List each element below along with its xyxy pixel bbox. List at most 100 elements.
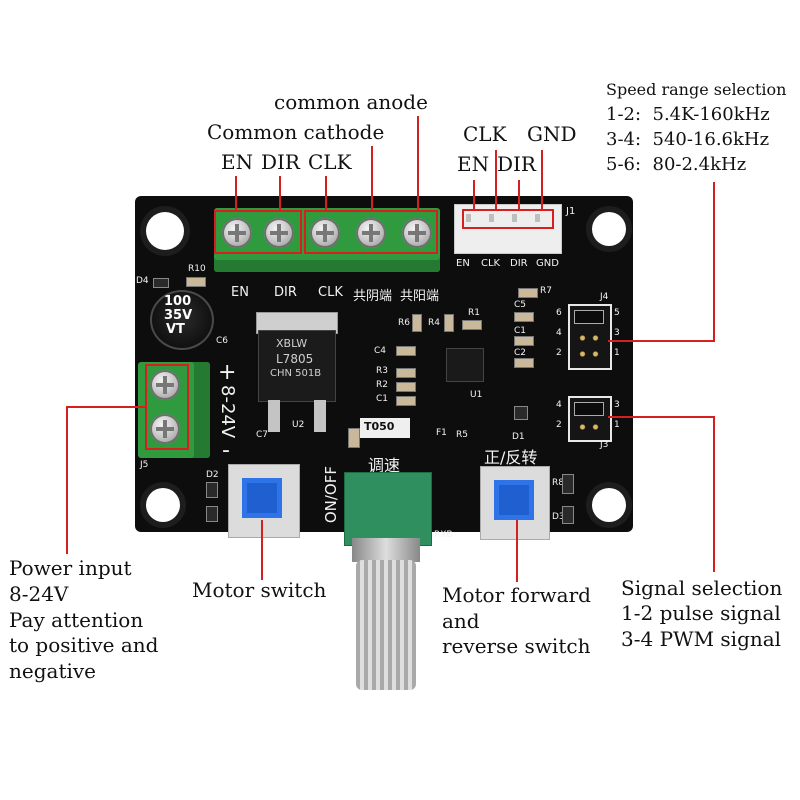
silk-j3: J3: [600, 440, 609, 450]
resistor-r4: [444, 314, 454, 332]
terminal-screw-dir: [264, 218, 294, 248]
terminal-highlight-right: [304, 210, 438, 254]
capacitor-c5: [514, 312, 534, 322]
speed-jumper-cap: [574, 310, 604, 324]
wire-power-horizontal: [66, 406, 146, 408]
silk-r3: R3: [376, 366, 388, 376]
wire-header-gnd: [541, 150, 543, 210]
silk-common-cathode: 共阴端: [353, 289, 393, 304]
label-dir: DIR: [261, 150, 300, 174]
header-pin-row: [466, 214, 548, 222]
regulator-lead-right: [314, 400, 326, 432]
power-label-line-3: Pay attention: [9, 608, 144, 632]
electrolytic-capacitor: [150, 290, 214, 350]
silk-j3-pin-2: 2: [556, 420, 562, 430]
wire-anode: [417, 116, 419, 210]
silk-c4: C4: [374, 346, 387, 356]
silk-r4: R4: [428, 318, 440, 328]
wire-header-clk: [495, 150, 497, 210]
silk-j4-pin-4: 4: [556, 328, 562, 338]
silk-j4-pin-5: 5: [614, 308, 620, 318]
wire-speed-vertical: [713, 182, 715, 342]
signal-selection-line-3: 3-4 PWM signal: [621, 627, 782, 651]
led-d2: [206, 482, 218, 498]
silk-j4-pin-6: 6: [556, 308, 562, 318]
wire-power-vertical: [66, 406, 68, 554]
label-header-dir: DIR: [497, 152, 536, 176]
led-d3: [562, 506, 574, 524]
controller-ic: [446, 348, 484, 382]
silk-c1: C1: [514, 326, 527, 336]
speed-range-line-3: 5-6: 80-2.4kHz: [606, 154, 747, 175]
power-screw-negative: [150, 414, 180, 444]
silk-r2: R2: [376, 380, 388, 390]
fuse: [360, 418, 410, 438]
signal-selection-line-2: 1-2 pulse signal: [621, 601, 781, 625]
silk-j5: J5: [140, 460, 149, 470]
terminal-screw-anode: [402, 218, 432, 248]
mounting-hole-top-left: [146, 212, 184, 250]
diode-d1: [514, 406, 528, 420]
silk-clk: CLK: [318, 285, 343, 300]
regulator-lead-left: [268, 400, 280, 432]
power-switch-button[interactable]: [242, 478, 282, 518]
silk-j4-pin-2: 2: [556, 348, 562, 358]
speed-jumper-pins: [576, 330, 602, 362]
silk-header-en: EN: [456, 258, 470, 269]
silk-rxb: RXB: [434, 530, 453, 540]
resistor-r7: [518, 288, 538, 298]
voltage-regulator: [258, 330, 336, 402]
wire-motor-switch: [261, 520, 263, 580]
wire-speed-horizontal: [608, 340, 715, 342]
speed-range-line-1: 1-2: 5.4K-160kHz: [606, 104, 770, 125]
led-d4: [153, 278, 169, 288]
silk-j4-pin-1: 1: [614, 348, 620, 358]
silk-r6: R6: [398, 318, 410, 328]
silk-u2: U2: [292, 420, 305, 430]
regulator-code: CHN 501B: [270, 368, 322, 379]
cap-text-100: 100: [164, 294, 192, 309]
capacitor-c1-left: [396, 396, 416, 406]
motor-forward-line-3: reverse switch: [442, 634, 591, 658]
silk-header-clk: CLK: [481, 258, 501, 269]
resistor-r1: [462, 320, 482, 330]
resistor-r10: [186, 277, 206, 287]
wire-direction-switch: [516, 520, 518, 582]
direction-switch-button[interactable]: [494, 480, 534, 520]
signal-selection-line-1: Signal selection: [621, 576, 783, 600]
silk-fuse: T050: [364, 420, 395, 433]
capacitor-c8: [348, 428, 360, 448]
potentiometer-knob[interactable]: [356, 560, 416, 690]
wire-dir: [279, 176, 281, 210]
silk-r1: R1: [468, 308, 480, 318]
capacitor-c1: [514, 336, 534, 346]
silk-header-gnd: GND: [536, 258, 559, 269]
silk-d1: D1: [512, 432, 525, 442]
cap-text-vt: VT: [166, 322, 185, 337]
resistor-r6: [412, 314, 422, 332]
label-header-clk: CLK: [463, 122, 507, 146]
silk-c1-left: C1: [376, 394, 389, 404]
silk-direction-cn: 正/反转: [484, 448, 538, 467]
label-header-gnd: GND: [527, 122, 577, 146]
silk-d2: D2: [206, 470, 219, 480]
motor-forward-line-2: and: [442, 609, 480, 633]
power-label-line-4: to positive and: [9, 633, 159, 657]
silk-c6: C6: [216, 336, 229, 346]
silk-r8: R8: [552, 478, 564, 488]
silk-r5: R5: [456, 430, 468, 440]
silk-d3: D3: [552, 512, 565, 522]
regulator-brand: XBLW: [276, 337, 308, 350]
silk-r7: R7: [540, 286, 552, 296]
power-label-line-1: Power input: [9, 556, 132, 580]
terminal-screw-clk: [310, 218, 340, 248]
silk-c2: C2: [514, 348, 527, 358]
resistor-r3: [396, 368, 416, 378]
resistor-r8: [562, 474, 574, 494]
silk-f1: F1: [436, 428, 447, 438]
silk-r10: R10: [188, 264, 206, 274]
label-common-cathode: Common cathode: [207, 120, 385, 144]
cap-text-35v: 35V: [164, 308, 193, 323]
wire-signal-horizontal: [608, 416, 715, 418]
resistor-r2: [396, 382, 416, 392]
